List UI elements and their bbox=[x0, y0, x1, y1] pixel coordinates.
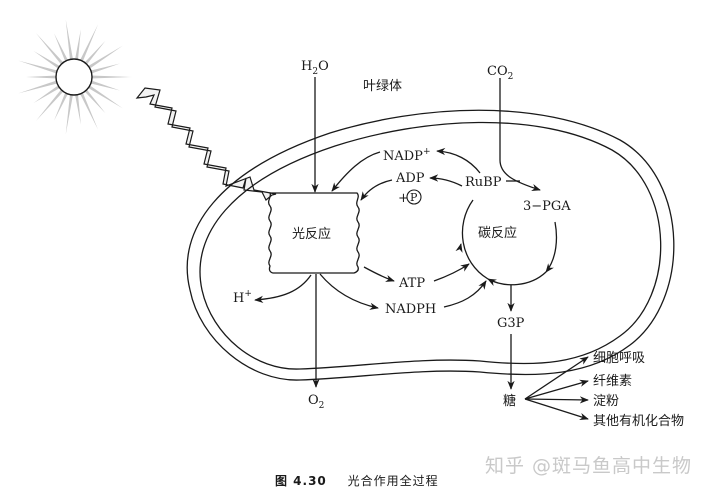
sun-ray bbox=[74, 29, 81, 61]
adp-label: ADP bbox=[395, 171, 425, 186]
sun-ray bbox=[87, 45, 123, 70]
fate-label-respiration: 细胞呼吸 bbox=[593, 351, 645, 366]
fate-arrow-other bbox=[524, 398, 589, 420]
sugar-label: 糖 bbox=[503, 393, 516, 409]
fate-label-cellulose: 纤维素 bbox=[593, 374, 632, 389]
sun-rays bbox=[18, 19, 132, 135]
nadph-arrow-a bbox=[319, 273, 379, 310]
sugar-fates: 细胞呼吸 纤维素 淀粉 其他有机化合物 bbox=[524, 351, 684, 429]
sun-ray bbox=[33, 84, 61, 103]
figure-title: 光合作用全过程 bbox=[347, 474, 439, 488]
light-reaction-box bbox=[267, 192, 360, 274]
sun-ray bbox=[65, 93, 74, 135]
calvin-cycle-arrow bbox=[455, 243, 463, 253]
atp-arrow-a bbox=[363, 266, 395, 282]
sun-ray bbox=[74, 93, 81, 125]
sun-ray bbox=[83, 40, 106, 66]
sun-ray bbox=[83, 88, 106, 114]
fate-arrow-respiration bbox=[524, 356, 589, 400]
light-reaction-label: 光反应 bbox=[292, 226, 331, 242]
fate-arrow-starch bbox=[524, 396, 589, 404]
pga-label: 3−PGA bbox=[523, 199, 571, 214]
proton-label: H+ bbox=[233, 289, 252, 306]
sun-ray bbox=[36, 33, 65, 66]
rubp-label: RuBP bbox=[465, 175, 502, 190]
sun-ray bbox=[18, 60, 59, 74]
phosphate-plus-label: + bbox=[398, 191, 409, 206]
calvin-cycle-arc-bottom bbox=[487, 271, 547, 287]
calvin-cycle-arc-right bbox=[545, 221, 558, 273]
sun-ray bbox=[87, 84, 123, 109]
g3p-label: G3P bbox=[497, 316, 525, 331]
adp-return-arrow-b bbox=[360, 179, 393, 201]
chloroplast-membrane bbox=[186, 109, 675, 381]
sun-icon bbox=[18, 19, 132, 135]
co2-label: CO2 bbox=[487, 64, 513, 82]
calvin-cycle-arc bbox=[461, 199, 489, 280]
phosphate-label: P bbox=[410, 191, 418, 204]
proton-arrow bbox=[254, 274, 312, 304]
sun-ray bbox=[65, 19, 74, 61]
sun-ray bbox=[26, 75, 58, 79]
sun-ray bbox=[79, 91, 99, 130]
phosphate-circle-icon bbox=[406, 189, 422, 205]
fate-label-other: 其他有机化合物 bbox=[593, 414, 684, 429]
chloroplast-label: 叶绿体 bbox=[363, 79, 402, 94]
sun-ray bbox=[33, 51, 61, 70]
sun-ray bbox=[79, 24, 99, 63]
sun-ray bbox=[89, 63, 121, 74]
co2-input-arrow bbox=[499, 78, 541, 191]
nadph-label: NADPH bbox=[385, 302, 436, 317]
fate-arrow-cellulose bbox=[524, 379, 589, 400]
adp-return-arrow-a bbox=[429, 174, 463, 187]
sun-ray bbox=[90, 75, 132, 79]
figure-number: 图 4.30 bbox=[275, 474, 327, 488]
sun-ray bbox=[54, 91, 69, 121]
nadp-return-arrow-b bbox=[331, 151, 381, 192]
sun-ray bbox=[54, 33, 69, 63]
sun-ray bbox=[36, 88, 65, 121]
sun-ray bbox=[89, 80, 121, 91]
nadp-return-arrow-a bbox=[436, 147, 481, 174]
figure-caption: 图 4.30 光合作用全过程 bbox=[275, 472, 439, 489]
atp-arrow-b bbox=[433, 263, 470, 282]
watermark: 知乎 @斑马鱼高中生物 bbox=[485, 455, 693, 477]
oxygen-label: O2 bbox=[308, 393, 324, 411]
atp-label: ATP bbox=[398, 276, 425, 291]
water-label: H2O bbox=[301, 59, 329, 77]
fate-label-starch: 淀粉 bbox=[593, 394, 619, 409]
nadph-arrow-b bbox=[443, 280, 487, 308]
nadp-plus-label: NADP+ bbox=[383, 147, 430, 164]
carbon-reaction-label: 碳反应 bbox=[478, 225, 517, 241]
light-energy-bolt-icon bbox=[135, 87, 277, 201]
sun-ray bbox=[18, 80, 59, 94]
